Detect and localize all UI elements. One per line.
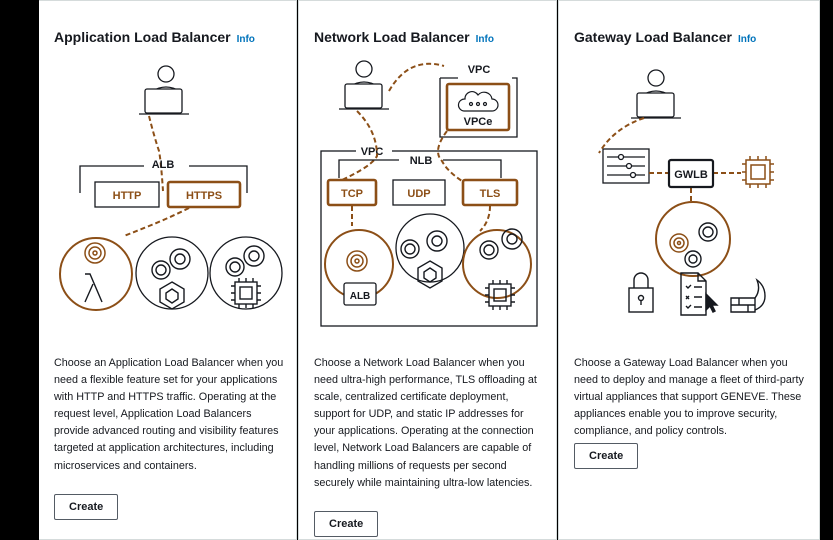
cloud-icon — [457, 91, 499, 112]
http-box — [94, 181, 160, 208]
cursor-icon — [705, 292, 719, 313]
checklist-icon — [680, 272, 707, 316]
alb-target-box — [343, 282, 377, 306]
firewall-icon — [730, 277, 766, 313]
target-icon — [684, 222, 718, 268]
target-group-containers — [135, 236, 209, 310]
lambda-icon — [84, 273, 103, 303]
tls-label: TLS — [480, 188, 501, 200]
target-group-lambda — [59, 237, 133, 311]
alb-create-button[interactable]: Create — [54, 494, 119, 520]
appliance-target-group — [655, 201, 731, 277]
gwlb-create-button[interactable]: Create — [574, 443, 639, 469]
right-dark-edge — [820, 0, 833, 530]
vpce-box — [445, 82, 511, 132]
target-group-instances — [209, 236, 283, 310]
vpce-label: VPCe — [464, 116, 493, 128]
nlb-create-button[interactable]: Create — [314, 511, 379, 537]
alb-illustration: ALB HTTP HTTPS — [59, 65, 283, 311]
vpc-top-label: VPC — [468, 64, 491, 76]
gwlb-illustration: GWLB — [598, 69, 774, 316]
user-icon — [647, 69, 665, 87]
alb-description: Choose an Application Load Balancer when… — [54, 357, 284, 472]
appliance-chip-icon — [742, 156, 774, 188]
gwlb-description: Choose a Gateway Load Balancer when you … — [574, 357, 804, 438]
left-dark-edge — [0, 0, 39, 530]
alb-group-label: ALB — [152, 159, 175, 171]
target-icon — [346, 250, 368, 272]
nlb-illustration: VPC VPC VPCe NLB TCP UDP TLS — [320, 60, 538, 327]
target-icon — [225, 245, 265, 277]
user-icon — [355, 60, 373, 78]
alb-target-label: ALB — [350, 291, 371, 302]
gwlb-info-link[interactable]: Info — [737, 34, 757, 45]
target-icon — [479, 228, 523, 260]
nlb-description: Choose a Network Load Balancer when you … — [314, 357, 537, 489]
tcp-label: TCP — [341, 188, 363, 200]
target-group-instances — [462, 229, 532, 299]
https-box — [166, 180, 242, 209]
target-icon — [400, 230, 448, 259]
chip-icon — [485, 280, 515, 310]
vpc-label: VPC — [361, 146, 384, 158]
container-icon — [159, 281, 185, 310]
container-icon — [417, 260, 443, 289]
udp-box — [392, 179, 446, 206]
lock-icon — [628, 272, 654, 313]
https-label: HTTPS — [186, 190, 222, 202]
chip-icon — [231, 278, 261, 308]
tls-box — [461, 178, 519, 207]
udp-label: UDP — [407, 188, 430, 200]
gwlb-group-label: GWLB — [674, 169, 708, 181]
user-icon — [157, 65, 175, 83]
http-label: HTTP — [113, 190, 142, 202]
tcp-box — [326, 178, 378, 207]
gwlb-box — [667, 158, 715, 189]
target-icon — [151, 248, 191, 280]
target-icon — [84, 242, 106, 264]
target-icon — [669, 233, 689, 253]
nlb-info-link[interactable]: Info — [475, 34, 494, 45]
nlb-group-label: NLB — [410, 155, 433, 167]
alb-info-link[interactable]: Info — [236, 34, 255, 45]
